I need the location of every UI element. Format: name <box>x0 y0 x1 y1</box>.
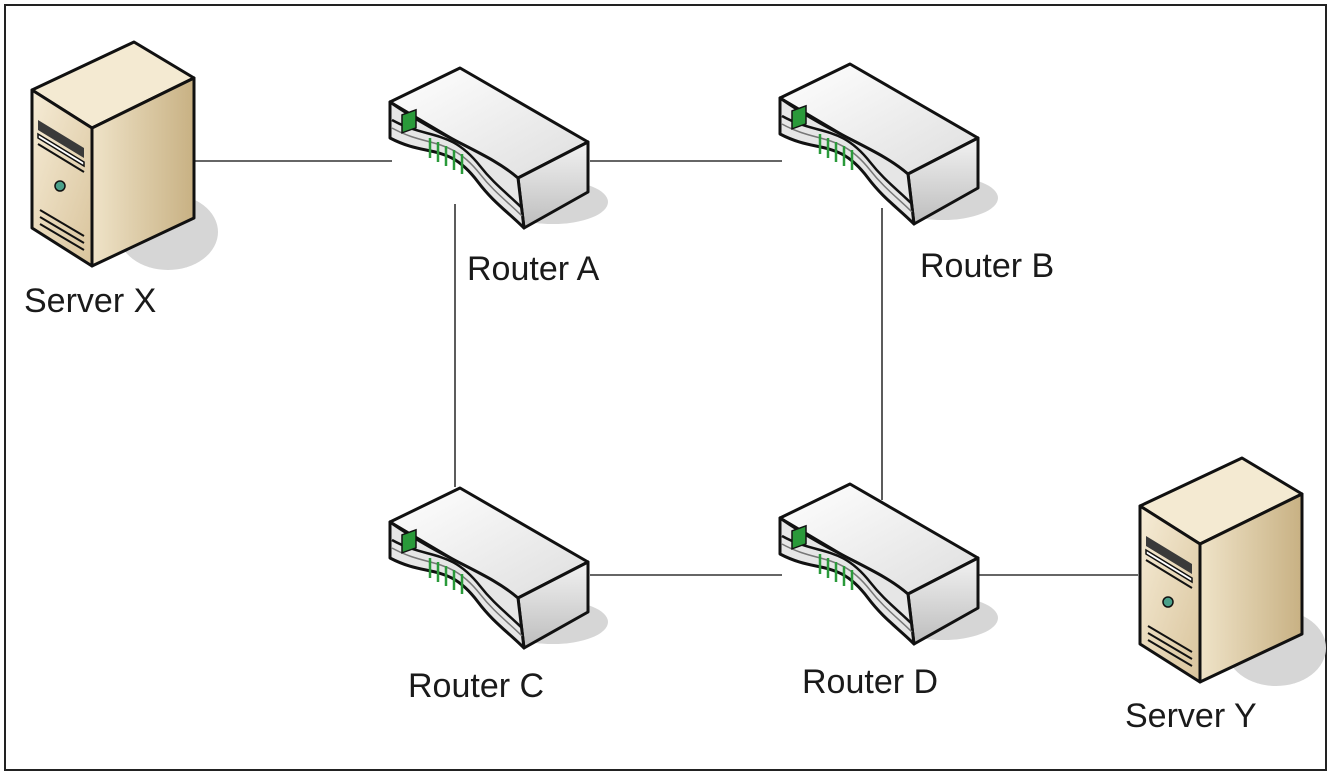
server-y-label: Server Y <box>1125 697 1257 735</box>
router-c-icon <box>388 486 610 650</box>
router-d-icon <box>778 482 1000 646</box>
router-c-label: Router C <box>408 667 545 705</box>
router-b-label: Router B <box>920 247 1055 285</box>
server-y-icon <box>1138 456 1328 688</box>
router-a-label: Router A <box>467 250 600 288</box>
router-a-icon <box>388 66 610 230</box>
server-x-label: Server X <box>24 282 157 320</box>
diagram-frame <box>4 4 1327 771</box>
router-b-icon <box>778 62 1000 226</box>
router-d-label: Router D <box>802 663 939 701</box>
links <box>195 160 1138 576</box>
server-x-icon <box>30 40 220 272</box>
